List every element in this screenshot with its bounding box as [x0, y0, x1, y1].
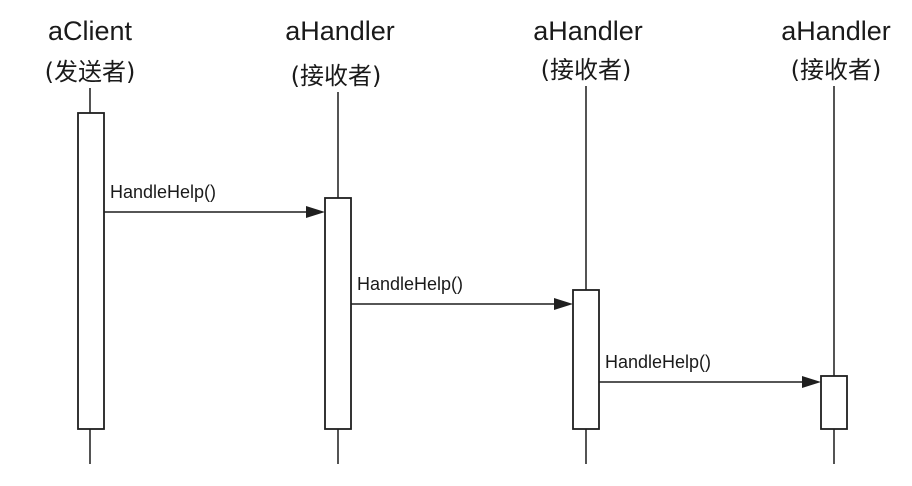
participant-role: (接收者) [791, 56, 882, 84]
arrowhead-icon [554, 298, 573, 310]
activation-handler-1 [324, 197, 352, 430]
participant-name: aClient [48, 16, 133, 46]
message-1: HandleHelp() [104, 182, 325, 218]
participant-role: (接收者) [541, 56, 632, 84]
participant-name: aHandler [285, 16, 395, 46]
message-label: HandleHelp() [357, 274, 463, 294]
participant-handler-3: aHandler (接收者) [781, 16, 891, 84]
participant-name: aHandler [781, 16, 891, 46]
participant-aclient: aClient (发送者) [45, 16, 136, 86]
arrowhead-icon [802, 376, 821, 388]
activation-aclient [77, 112, 105, 430]
message-label: HandleHelp() [605, 352, 711, 372]
message-label: HandleHelp() [110, 182, 216, 202]
participant-handler-1: aHandler (接收者) [285, 16, 395, 90]
message-3: HandleHelp() [599, 352, 821, 388]
arrowhead-icon [306, 206, 325, 218]
activation-handler-2 [572, 289, 600, 430]
participant-name: aHandler [533, 16, 643, 46]
participant-handler-2: aHandler (接收者) [533, 16, 643, 84]
message-2: HandleHelp() [351, 274, 573, 310]
participant-role: (发送者) [45, 58, 136, 86]
participant-role: (接收者) [291, 62, 382, 90]
activation-handler-3 [820, 375, 848, 430]
